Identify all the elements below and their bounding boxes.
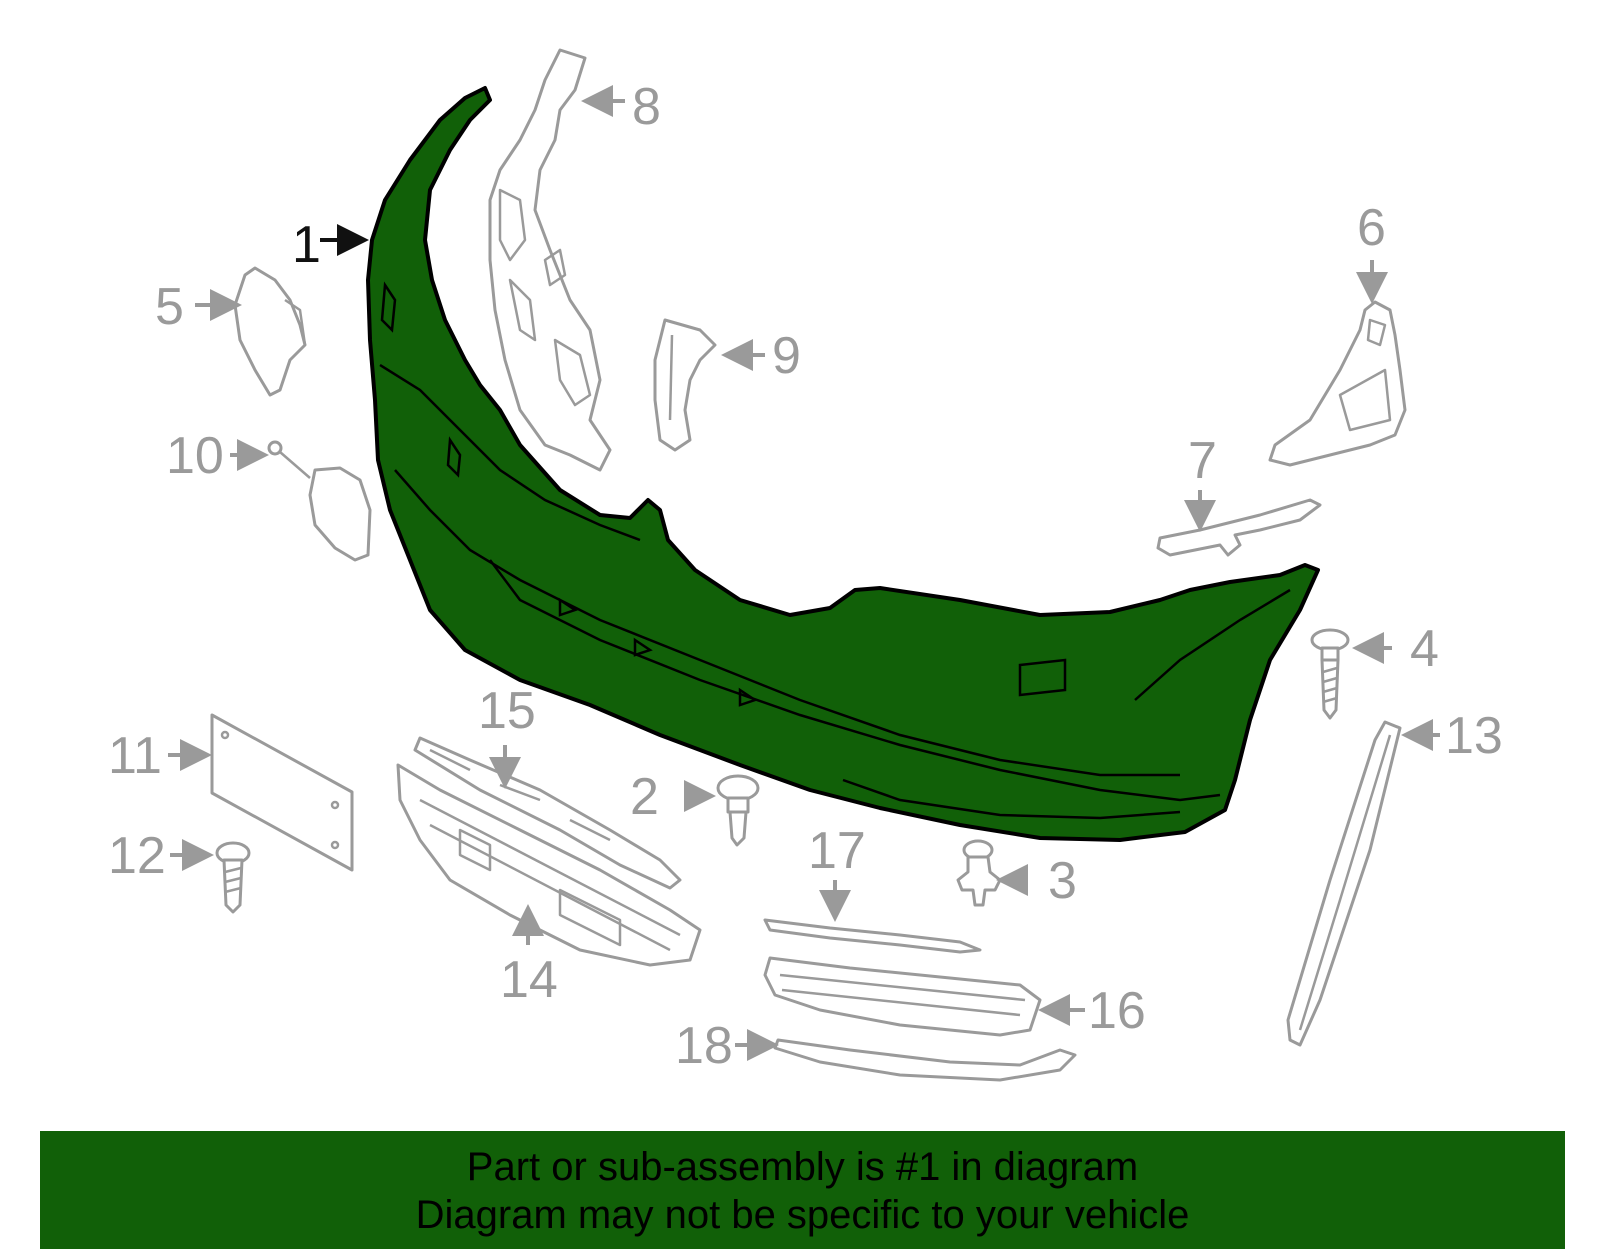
- info-banner: Part or sub-assembly is #1 in diagram Di…: [40, 1131, 1565, 1249]
- part-15-trim[interactable]: [413, 736, 682, 890]
- callout-7[interactable]: 7: [1188, 432, 1217, 490]
- part-12-screw[interactable]: [215, 841, 251, 914]
- part-7-bracket[interactable]: [1156, 498, 1322, 557]
- callout-13[interactable]: 13: [1445, 707, 1503, 765]
- callout-4[interactable]: 4: [1410, 620, 1439, 678]
- callout-8[interactable]: 8: [632, 78, 661, 136]
- part-1-bumper-cover[interactable]: [366, 86, 1320, 842]
- part-14-grille[interactable]: [396, 763, 702, 967]
- callout-1[interactable]: 1: [292, 216, 321, 274]
- part-6-bracket[interactable]: [1268, 300, 1407, 467]
- callout-3[interactable]: 3: [1048, 852, 1077, 910]
- part-18-strip[interactable]: [773, 1038, 1077, 1082]
- callout-16[interactable]: 16: [1088, 982, 1146, 1040]
- part-2-clip[interactable]: [716, 774, 760, 847]
- part-13-strip[interactable]: [1286, 720, 1402, 1047]
- part-5-cover[interactable]: [233, 266, 307, 397]
- part-10-tow-cap[interactable]: [267, 440, 372, 562]
- parts-diagram: 1 2 3 4 5 6 7 8 9 10 11 12 13 14 15 16 1…: [108, 48, 1503, 1082]
- callout-12[interactable]: 12: [108, 827, 166, 885]
- callout-14[interactable]: 14: [500, 951, 558, 1009]
- part-11-plate-bracket[interactable]: [210, 713, 354, 872]
- callout-11[interactable]: 11: [108, 727, 162, 785]
- part-3-clip[interactable]: [956, 839, 1002, 907]
- banner-line-2: Diagram may not be specific to your vehi…: [415, 1193, 1190, 1237]
- callout-15[interactable]: 15: [478, 682, 536, 740]
- part-17-strip[interactable]: [763, 918, 982, 954]
- callout-2[interactable]: 2: [630, 768, 659, 826]
- part-8-bracket[interactable]: [488, 48, 612, 472]
- part-16-grille[interactable]: [763, 956, 1042, 1037]
- banner-line-1: Part or sub-assembly is #1 in diagram: [466, 1145, 1139, 1189]
- leader-lines: [168, 85, 1440, 1061]
- part-4-bolt[interactable]: [1310, 628, 1350, 720]
- callout-17[interactable]: 17: [808, 822, 866, 880]
- callout-9[interactable]: 9: [772, 327, 801, 385]
- callout-labels: 1 2 3 4 5 6 7 8 9 10 11 12 13 14 15 16 1…: [108, 78, 1503, 1075]
- callout-18[interactable]: 18: [675, 1017, 733, 1075]
- part-9-bracket[interactable]: [653, 318, 717, 452]
- callout-6[interactable]: 6: [1357, 199, 1386, 257]
- callout-10[interactable]: 10: [166, 427, 224, 485]
- callout-5[interactable]: 5: [155, 278, 184, 336]
